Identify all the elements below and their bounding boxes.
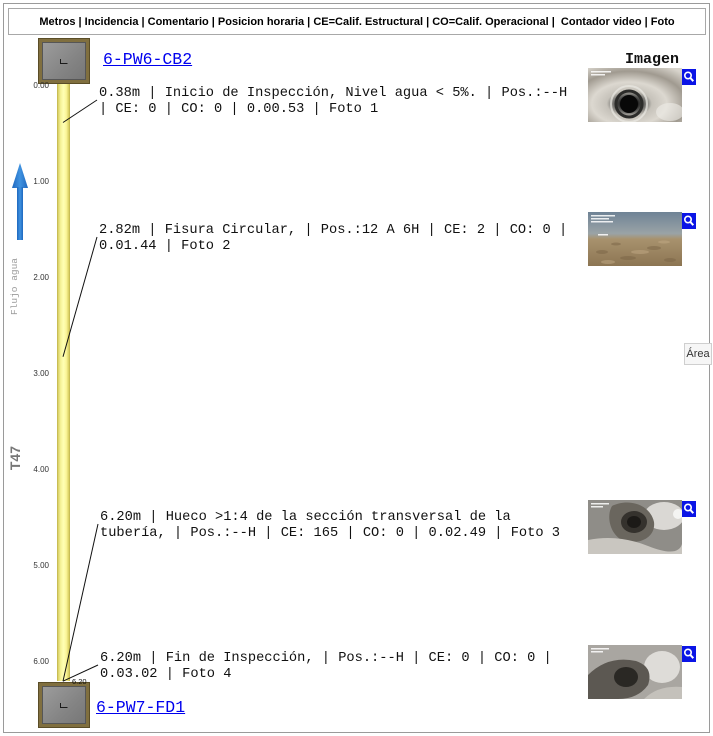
- observation-line: 2.82m | Fisura Circular, | Pos.:12 A 6H …: [99, 223, 568, 238]
- inspection-photo-2[interactable]: [588, 212, 682, 266]
- observation-text: 6.20m | Fin de Inspección, | Pos.:--H | …: [100, 651, 552, 683]
- flow-arrow-up-icon: [12, 163, 28, 240]
- scale-tick-label: 3.00: [33, 369, 49, 378]
- scale-tick-label: 0.00: [33, 81, 49, 90]
- section-label: T47: [7, 446, 23, 471]
- observation-line: 0.38m | Inicio de Inspección, Nivel agua…: [99, 86, 568, 101]
- observation-line: tubería, | Pos.:--H | CE: 165 | CO: 0 | …: [100, 526, 560, 541]
- pipe-end-distance: 6.20: [72, 677, 87, 686]
- magnifier-icon: [682, 69, 696, 85]
- pipe: [57, 84, 70, 682]
- inspection-photo-3[interactable]: [588, 500, 682, 554]
- scale-tick-label: 2.00: [33, 273, 49, 282]
- manhole-symbol-icon: [60, 58, 68, 64]
- manhole-symbol-icon: [60, 702, 68, 708]
- zoom-photo-4-button[interactable]: [682, 646, 696, 662]
- end-manhole-icon[interactable]: [38, 682, 90, 728]
- zoom-photo-1-button[interactable]: [682, 69, 696, 85]
- observation-line: 0.03.02 | Foto 4: [100, 667, 232, 682]
- scale-tick-label: 4.00: [33, 465, 49, 474]
- legend-header: Metros | Incidencia | Comentario | Posic…: [8, 8, 706, 35]
- inspection-photo-4[interactable]: [588, 645, 682, 699]
- observation-text: 0.38m | Inicio de Inspección, Nivel agua…: [99, 86, 567, 118]
- scale-tick-label: 5.00: [33, 561, 49, 570]
- scale-tick-label: 6.00: [33, 657, 49, 666]
- observation-text: 2.82m | Fisura Circular, | Pos.:12 A 6H …: [99, 223, 567, 255]
- observation-line: | CE: 0 | CO: 0 | 0.00.53 | Foto 1: [99, 102, 379, 117]
- magnifier-icon: [682, 213, 696, 229]
- image-column-title: Imagen: [625, 51, 680, 68]
- flow-label: Flujo agua: [9, 258, 20, 316]
- magnifier-icon: [682, 646, 696, 662]
- zoom-photo-2-button[interactable]: [682, 213, 696, 229]
- observation-line: 6.20m | Hueco >1:4 de la sección transve…: [100, 510, 511, 525]
- area-tab[interactable]: Área: [684, 343, 712, 365]
- inspection-photo-1[interactable]: [588, 68, 682, 122]
- manhole-cover: [42, 42, 86, 80]
- observation-line: 6.20m | Fin de Inspección, | Pos.:--H | …: [100, 651, 552, 666]
- report-frame: [3, 3, 710, 733]
- magnifier-icon: [682, 501, 696, 517]
- start-node-link[interactable]: 6-PW6-CB2: [103, 50, 193, 69]
- start-manhole-icon[interactable]: [38, 38, 90, 84]
- scale-tick-label: 1.00: [33, 177, 49, 186]
- end-node-link[interactable]: 6-PW7-FD1: [96, 698, 186, 717]
- observation-text: 6.20m | Hueco >1:4 de la sección transve…: [100, 510, 560, 542]
- manhole-cover: [42, 686, 86, 724]
- observation-line: 0.01.44 | Foto 2: [99, 239, 231, 254]
- zoom-photo-3-button[interactable]: [682, 501, 696, 517]
